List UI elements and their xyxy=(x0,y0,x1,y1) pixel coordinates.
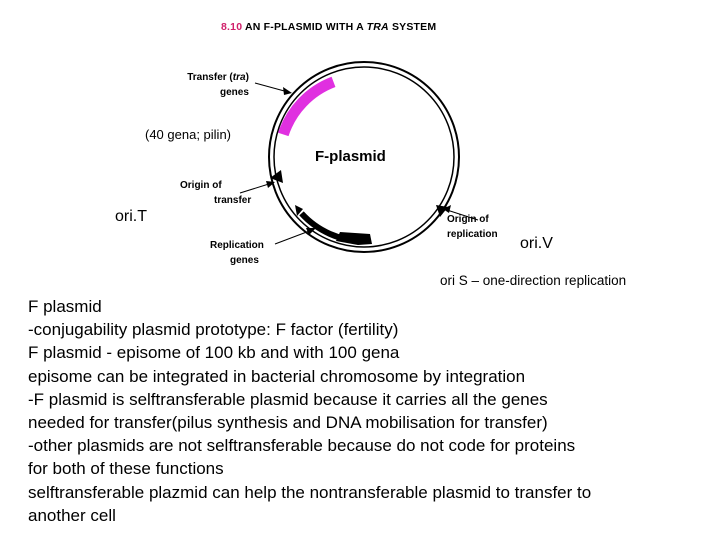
plasmid-inner-ring xyxy=(273,66,455,248)
replication-line2: genes xyxy=(230,255,259,266)
figure-number: 8.10 xyxy=(221,21,243,33)
body-line: for both of these functions xyxy=(28,459,224,479)
plasmid-outer-ring xyxy=(268,61,460,253)
origin-transfer-label: Origin of transfer xyxy=(180,178,251,208)
plasmid-name-label: F-plasmid xyxy=(315,148,386,165)
replication-genes-label: Replication genes xyxy=(210,238,264,268)
body-line: another cell xyxy=(28,505,116,525)
body-line: -other plasmids are not selftransferable… xyxy=(28,436,576,456)
plasmid-diagram xyxy=(239,61,479,253)
origin-transfer-line1: Origin of xyxy=(180,180,222,191)
figure-title-part2: SYSTEM xyxy=(391,21,437,33)
body-line: needed for transfer(pilus synthesis and … xyxy=(28,413,548,433)
figure-title-part1: AN F-PLASMID WITH A xyxy=(244,21,364,33)
replication-line1: Replication xyxy=(210,240,264,251)
replication-gene-block xyxy=(336,232,372,245)
origin-replication-line2: replication xyxy=(447,229,498,240)
body-line: -F plasmid is selftransferable plasmid b… xyxy=(28,389,548,409)
tra-note: (40 gena; pilin) xyxy=(145,127,231,142)
ori-t-note: ori.T xyxy=(115,208,147,225)
tra-label-close: ) xyxy=(245,72,249,83)
ori-s-note: ori S – one-direction replication xyxy=(440,273,627,288)
origin-transfer-line2: transfer xyxy=(214,195,252,206)
body-text: F plasmid -conjugability plasmid prototy… xyxy=(28,295,713,527)
body-line: selftransferable plazmid can help the no… xyxy=(28,482,592,502)
figure-title-italic: TRA xyxy=(366,21,389,33)
ori-v-note: ori.V xyxy=(520,235,553,252)
body-line: episome can be integrated in bacterial c… xyxy=(28,366,526,386)
tra-label-line1: Transfer ( xyxy=(187,72,233,83)
rep-start-marker xyxy=(295,205,303,216)
tra-leader-arrow xyxy=(254,82,292,95)
figure-title: 8.10 AN F-PLASMID WITH A TRA SYSTEM xyxy=(221,21,436,33)
origin-transfer-leader-arrow xyxy=(239,181,275,194)
origin-replication-leader-arrow xyxy=(443,205,479,221)
body-line: -conjugability plasmid prototype: F fact… xyxy=(28,320,399,340)
tra-gene-segment xyxy=(278,76,336,137)
tra-label-italic: tra xyxy=(232,72,246,83)
origin-replication-label: Origin of replication xyxy=(447,212,498,242)
origin-transfer-marker xyxy=(270,170,283,183)
tra-genes-label: Transfer (tra) genes xyxy=(180,70,249,100)
origin-replication-line1: Origin of xyxy=(447,214,489,225)
body-line: F plasmid xyxy=(28,297,102,316)
tra-label-line2: genes xyxy=(220,87,249,98)
body-line: F plasmid - episome of 100 kb and with 1… xyxy=(28,343,400,363)
replication-leader-arrow xyxy=(274,228,316,245)
